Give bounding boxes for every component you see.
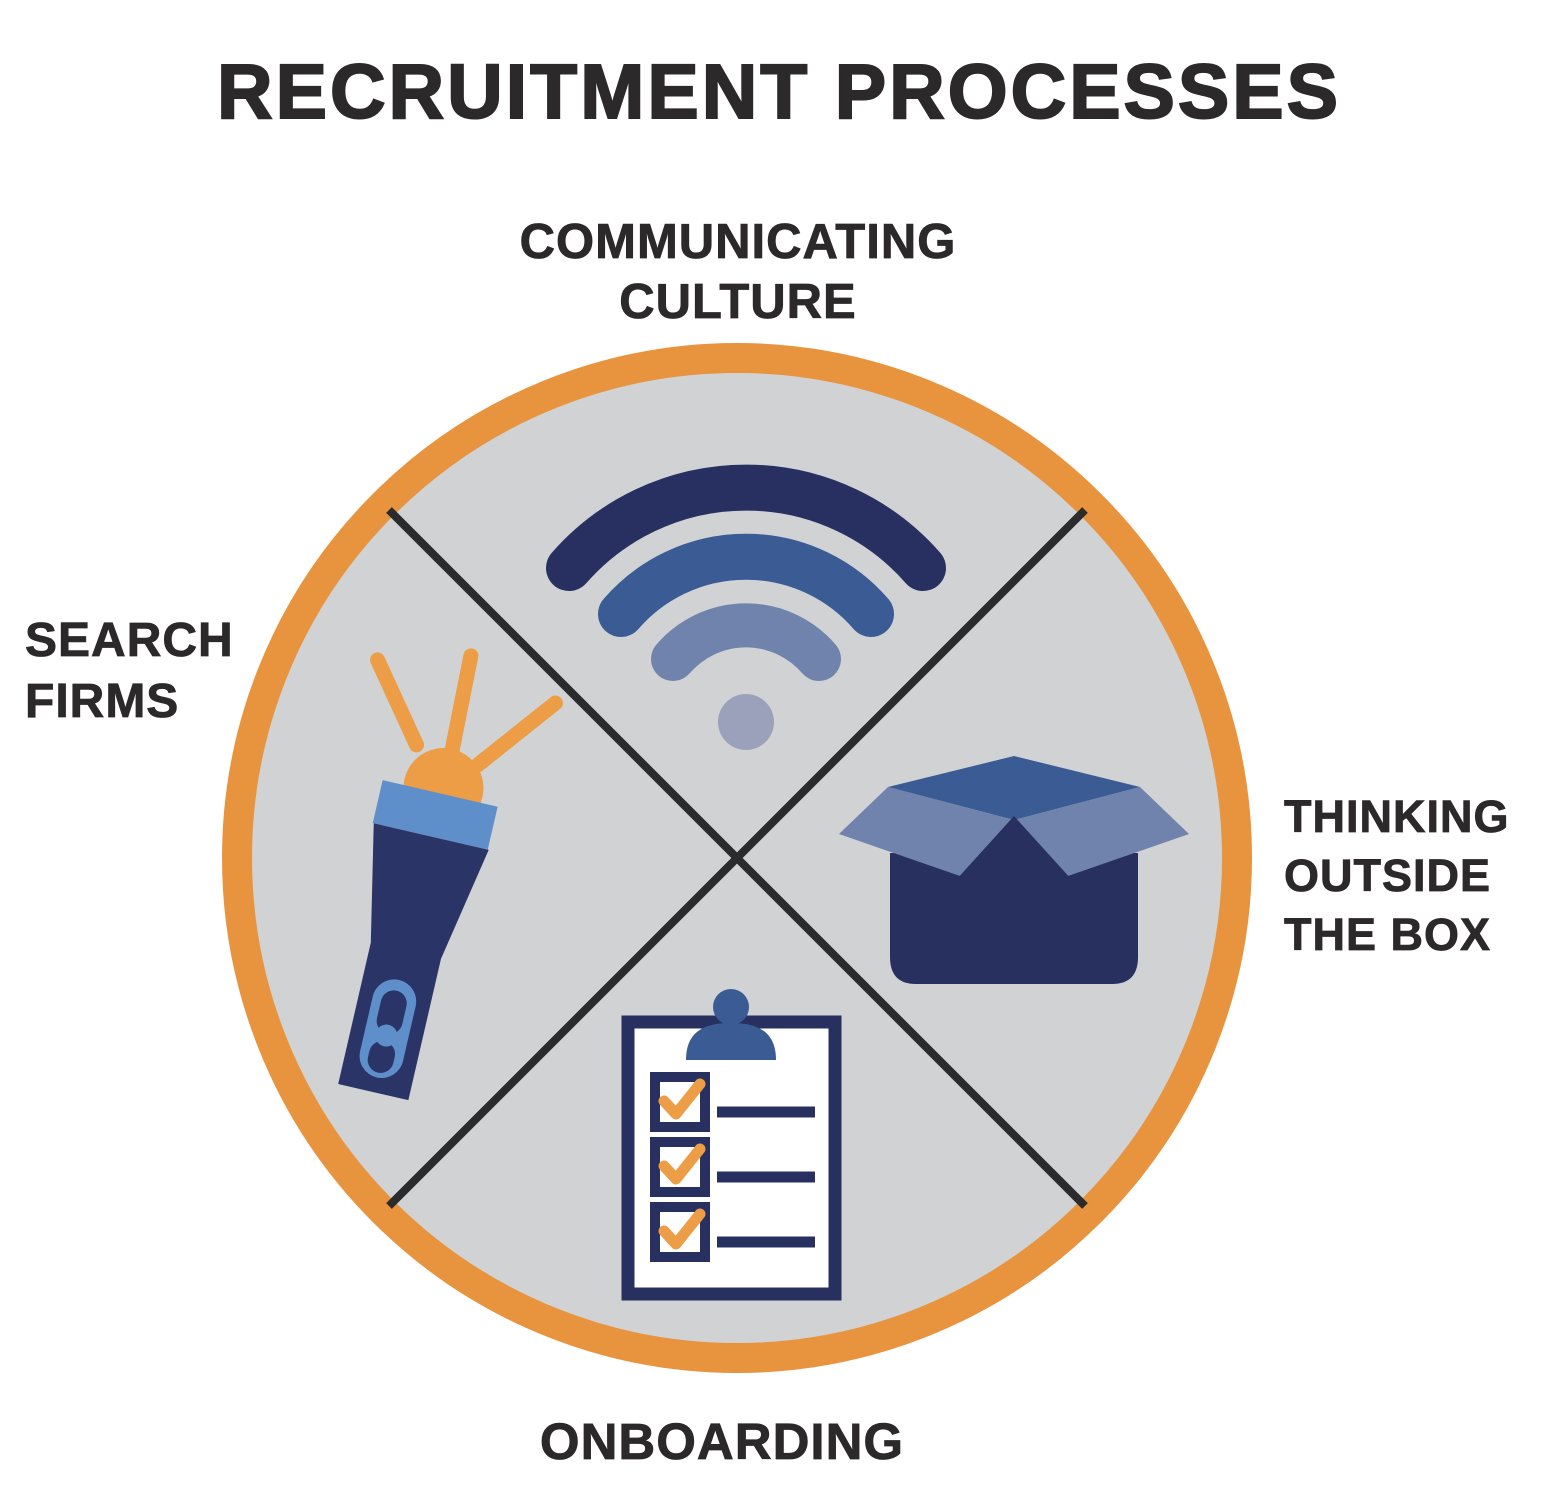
wifi-dot xyxy=(718,694,774,750)
box-right-flap xyxy=(1014,787,1189,876)
open-box-icon xyxy=(839,756,1189,984)
clipboard-person-clip xyxy=(686,989,776,1060)
checklist-row-3 xyxy=(650,1202,815,1262)
wifi-signal-icon xyxy=(546,464,946,750)
page-title: RECRUITMENT PROCESSES xyxy=(216,49,1341,135)
quadrant-label-communicating-culture: COMMUNICATING CULTURE xyxy=(519,215,957,330)
checklist-row-1 xyxy=(650,1072,815,1132)
quadrant-label-onboarding: ONBOARDING xyxy=(539,1413,905,1471)
box-left-flap xyxy=(839,787,1014,876)
checkmark-1 xyxy=(658,1078,706,1120)
wifi-arc-outer xyxy=(546,464,946,591)
quadrant-label-search-firms: SEARCH FIRMS xyxy=(25,614,234,729)
box-body xyxy=(890,853,1138,984)
wifi-arc-inner xyxy=(651,603,841,681)
checkmark-2 xyxy=(658,1143,706,1185)
flashlight-switch xyxy=(359,979,417,1079)
box-inner-v xyxy=(956,816,1072,880)
divider-line-trbl xyxy=(386,507,1088,1209)
flashlight-icon xyxy=(338,648,563,1101)
checklist-clipboard-icon xyxy=(621,989,842,1301)
flashlight-rays xyxy=(370,648,563,773)
quadrant-label-thinking-outside-the-box: THINKING OUTSIDE THE BOX xyxy=(1284,791,1510,961)
checklist-row-2 xyxy=(650,1137,815,1197)
wifi-arc-middle xyxy=(598,533,894,637)
box-back-flap xyxy=(888,756,1140,820)
flashlight-head xyxy=(372,780,498,850)
checkmark-3 xyxy=(658,1208,706,1250)
